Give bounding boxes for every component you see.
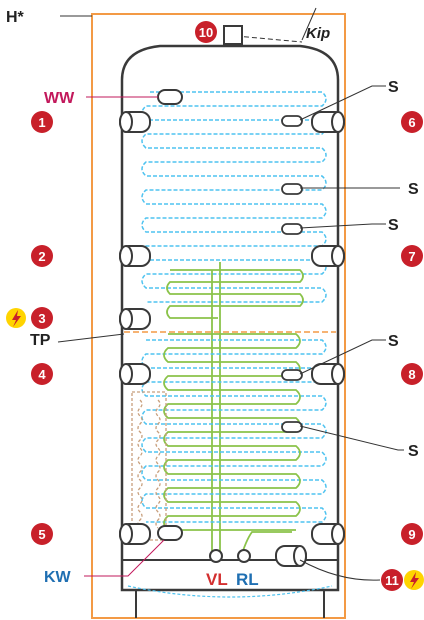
top-nozzle — [223, 25, 243, 45]
svg-text:8: 8 — [408, 367, 415, 382]
port-badge-10: 10 — [195, 21, 217, 43]
tilt-dashed-line — [235, 35, 303, 43]
lightning-icon — [404, 570, 424, 590]
vl-connection — [209, 549, 223, 563]
port-badge-2: 2 — [31, 245, 53, 267]
svg-text:9: 9 — [408, 527, 415, 542]
sensor-label-3: S — [388, 217, 399, 234]
solar-coil-upper — [166, 262, 304, 560]
port-badge-3: 3 — [31, 307, 53, 329]
svg-text:11: 11 — [385, 573, 399, 588]
port-badge-6: 6 — [401, 111, 423, 133]
port-badge-8: 8 — [401, 363, 423, 385]
tp-label: TP — [30, 332, 51, 349]
ww-nozzle — [157, 89, 183, 105]
svg-text:4: 4 — [38, 367, 46, 382]
tank-body — [120, 44, 340, 592]
rl-connection — [237, 549, 251, 563]
svg-text:7: 7 — [408, 249, 415, 264]
sensor-label-5: S — [408, 443, 419, 460]
right-nozzle-ends — [293, 111, 345, 567]
port-badge-11: 11 — [381, 569, 403, 591]
svg-text:1: 1 — [38, 115, 45, 130]
tp-leader — [57, 333, 125, 343]
svg-text:5: 5 — [38, 527, 45, 542]
sensor-label-4: S — [388, 333, 399, 350]
sensor-label-1: S — [388, 79, 399, 96]
tilt-arrow-line — [301, 7, 317, 41]
kw-nozzle — [157, 525, 183, 541]
kw-leader — [84, 539, 165, 577]
cold-water-tube-bundle — [131, 391, 167, 541]
port-11-leader — [299, 559, 381, 581]
svg-text:2: 2 — [38, 249, 45, 264]
svg-text:10: 10 — [199, 25, 213, 40]
tilt-label: Kip — [306, 25, 330, 42]
kw-label: KW — [44, 569, 72, 586]
port-badge-4: 4 — [31, 363, 53, 385]
sensor-leaders — [299, 85, 404, 451]
rl-label: RL — [236, 570, 259, 589]
port-badge-5: 5 — [31, 523, 53, 545]
sensor-sleeves — [281, 115, 303, 433]
vl-label: VL — [206, 570, 228, 589]
left-nozzle-ends — [119, 111, 133, 545]
port-badge-1: 1 — [31, 111, 53, 133]
port-badge-9: 9 — [401, 523, 423, 545]
height-label: H* — [6, 9, 25, 26]
port-badge-7: 7 — [401, 245, 423, 267]
svg-text:3: 3 — [38, 311, 45, 326]
tank-bottom-dish — [127, 585, 333, 598]
dimension-frame — [91, 13, 346, 619]
sensor-label-2: S — [408, 181, 419, 198]
svg-text:6: 6 — [408, 115, 415, 130]
lightning-icon — [6, 308, 26, 328]
ww-label: WW — [44, 90, 75, 107]
